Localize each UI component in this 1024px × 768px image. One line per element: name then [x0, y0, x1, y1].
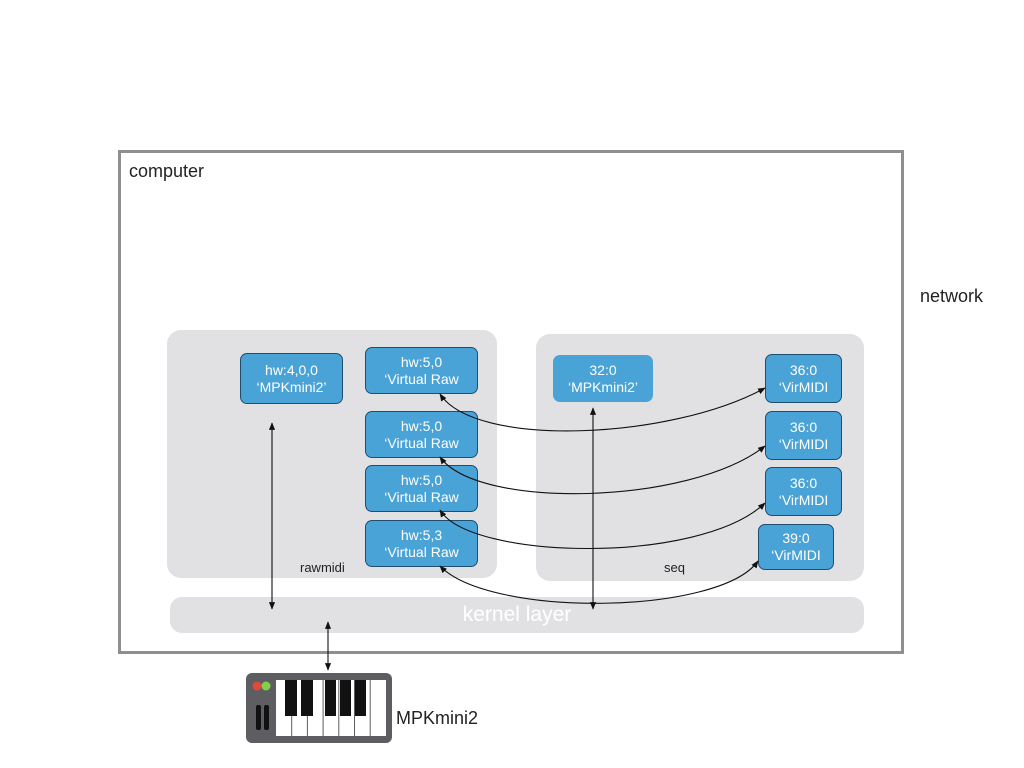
- node-name: ‘MPKmini2’: [256, 378, 327, 395]
- rawmidi-node-virtual-raw-1[interactable]: hw:5,0 ‘Virtual Raw: [365, 347, 478, 394]
- node-id: hw:5,3: [400, 526, 443, 543]
- node-id: 32:0: [589, 361, 617, 378]
- kernel-layer: kernel layer: [170, 597, 864, 633]
- wire-raw2-virmidi2: [439, 445, 766, 495]
- node-name: ‘VirMIDI: [771, 547, 821, 563]
- network-label: network: [920, 286, 984, 306]
- computer-frame: [118, 150, 904, 654]
- computer-label: computer: [129, 161, 205, 181]
- rawmidi-node-virtual-raw-4[interactable]: hw:5,3 ‘Virtual Raw: [365, 520, 478, 567]
- node-id: 36:0: [789, 361, 818, 378]
- node-id: 36:0: [789, 418, 818, 435]
- keyboard-icon: [246, 673, 392, 743]
- node-id: 39:0: [782, 530, 810, 546]
- wire-raw3-virmidi3: [439, 502, 766, 550]
- seq-node-virmidi-3[interactable]: 36:0 ‘VirMIDI: [765, 467, 842, 516]
- rawmidi-node-mpkmini2[interactable]: hw:4,0,0 ‘MPKmini2’: [240, 353, 343, 404]
- node-id: hw:4,0,0: [265, 361, 318, 378]
- node-name: ‘Virtual Raw: [384, 488, 459, 505]
- node-id: hw:5,0: [400, 471, 443, 488]
- wire-raw4-virmidi4: [439, 560, 759, 604]
- wire-raw1-virmidi1: [439, 387, 766, 432]
- node-name: ‘VirMIDI: [778, 491, 829, 508]
- node-name: ‘VirMIDI: [778, 378, 829, 395]
- seq-node-virmidi-4[interactable]: 39:0 ‘VirMIDI: [758, 524, 834, 570]
- node-id: hw:5,0: [400, 417, 443, 434]
- node-id: 36:0: [789, 474, 818, 491]
- seq-node-virmidi-1[interactable]: 36:0 ‘VirMIDI: [765, 354, 842, 403]
- node-name: ‘Virtual Raw: [384, 543, 459, 560]
- device-label: MPKmini2: [396, 708, 479, 728]
- seq-node-virmidi-2[interactable]: 36:0 ‘VirMIDI: [765, 411, 842, 460]
- node-name: ‘Virtual Raw: [384, 370, 459, 387]
- rawmidi-caption: rawmidi: [300, 560, 345, 575]
- node-id: hw:5,0: [400, 353, 443, 370]
- node-name: ‘VirMIDI: [778, 435, 829, 452]
